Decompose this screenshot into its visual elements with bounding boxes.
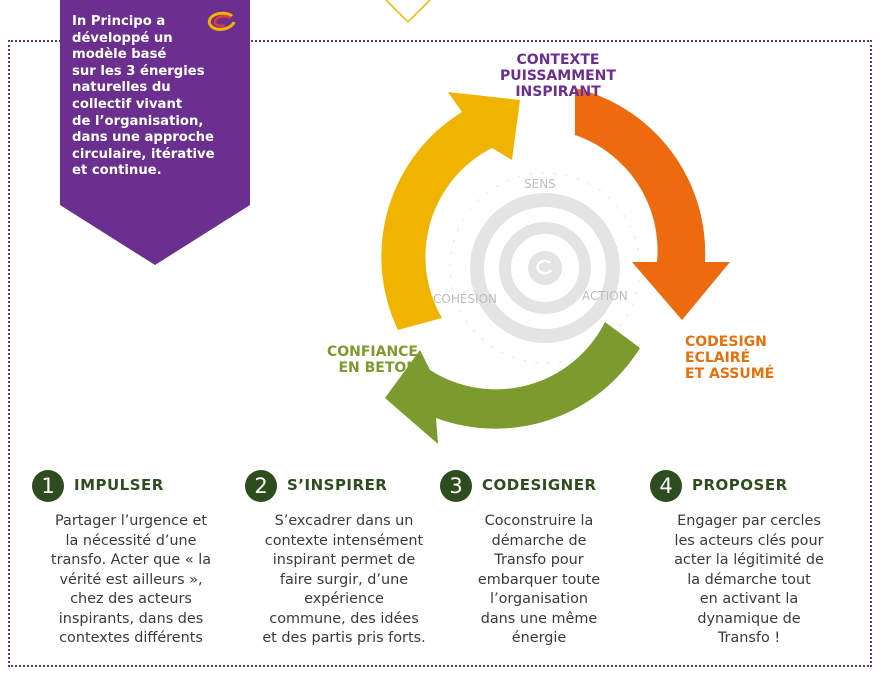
ring-label-sens: SENS xyxy=(524,177,556,191)
energy-cycle-diagram xyxy=(381,88,730,444)
orange-arrow xyxy=(575,88,730,320)
intro-text: In Principo a développé un modèle basé s… xyxy=(72,14,215,179)
step-1-title: IMPULSER xyxy=(74,476,164,494)
step-4-description: Engager par cercles les acteurs clés pou… xyxy=(674,513,824,646)
confidence-label: CONFIANCE EN BETON xyxy=(326,344,418,376)
codesign-label: CODESIGN ECLAIRÉ ET ASSUMÉ xyxy=(685,334,775,382)
principo-logo-icon xyxy=(207,11,236,31)
ring-label-action: ACTION xyxy=(582,289,628,303)
context-label: CONTEXTE PUISSAMMENT INSPIRANT xyxy=(500,52,616,100)
target-rings xyxy=(449,172,641,364)
step-4-title: PROPOSER xyxy=(692,476,788,494)
yellow-arrow xyxy=(381,92,520,330)
olive-arrow xyxy=(385,322,640,444)
content-frame xyxy=(8,40,872,667)
step-4-number: 4 xyxy=(650,470,682,502)
step-2-description: S’excadrer dans un contexte intensément … xyxy=(262,513,426,646)
ring-label-cohesion: COHÉSION xyxy=(433,292,498,306)
step-2-number: 2 xyxy=(245,470,277,502)
step-3-description: Coconstruire la démarche de Transfo pour… xyxy=(477,513,601,646)
step-1-number: 1 xyxy=(32,470,64,502)
step-3-number: 3 xyxy=(440,470,472,502)
step-2-title: S’INSPIRER xyxy=(287,476,388,494)
step-3-title: CODESIGNER xyxy=(482,476,597,494)
center-mini-logo-icon xyxy=(536,259,553,275)
intro-banner xyxy=(60,0,250,265)
step-1-description: Partager l’urgence et la nécessité d’une… xyxy=(50,513,212,646)
top-chevron-decoration xyxy=(385,0,431,24)
